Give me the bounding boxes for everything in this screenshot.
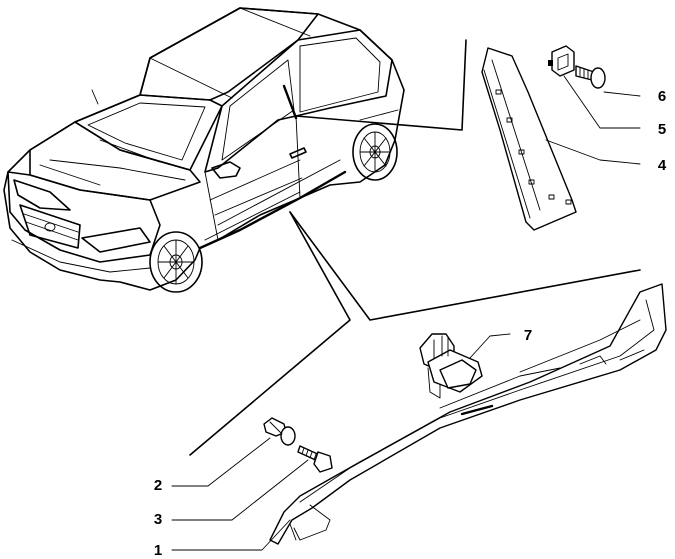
callout-7: 7 — [524, 327, 532, 344]
callout-6: 6 — [658, 88, 666, 105]
car-illustration — [3, 7, 405, 293]
callout-4: 4 — [658, 157, 667, 174]
callout-1: 1 — [154, 542, 162, 559]
callout-3: 3 — [154, 511, 162, 528]
callout-2: 2 — [154, 477, 162, 494]
bracket-clip-part — [548, 45, 575, 77]
callout-5: 5 — [658, 121, 666, 138]
callout-leaders — [171, 75, 641, 551]
push-clip-part — [419, 333, 483, 399]
screw-part-3 — [297, 445, 333, 473]
b-pillar-trim-part — [481, 47, 577, 231]
callout-labels: 6 5 4 7 2 3 1 — [154, 88, 667, 559]
push-pin-part-2 — [263, 417, 296, 446]
screw-part-6 — [575, 65, 606, 89]
side-sill-moulding-part — [269, 283, 667, 545]
detail-leader-lines — [189, 39, 641, 456]
